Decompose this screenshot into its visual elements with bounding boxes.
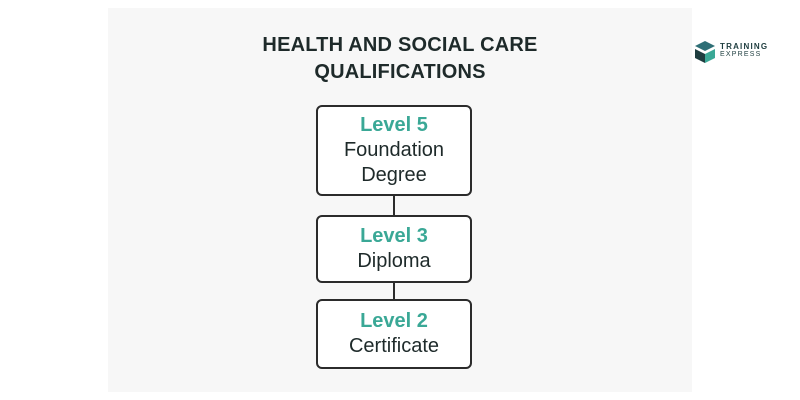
logo-text-line-1: TRAINING xyxy=(720,42,769,51)
logo-text-line-2: EXPRESS xyxy=(720,51,762,58)
level-3-name-line-1: Diploma xyxy=(357,250,431,272)
level-5-name: Foundation Degree xyxy=(344,138,444,188)
logo-cube-icon xyxy=(695,41,715,63)
level-5-box: Level 5 Foundation Degree xyxy=(316,105,472,196)
level-2-name-line-1: Certificate xyxy=(348,335,440,357)
level-2-name: Certificate xyxy=(349,334,439,359)
training-express-logo: TRAINING EXPRESS xyxy=(694,40,774,66)
level-3-name: Diploma xyxy=(357,249,430,274)
level-2-box: Level 2 Certificate xyxy=(316,299,472,369)
title-line-2: QUALIFICATIONS xyxy=(314,61,486,83)
title-line-1: HEALTH AND SOCIAL CARE xyxy=(262,34,538,56)
level-2-label: Level 2 xyxy=(360,310,428,332)
level-5-label: Level 5 xyxy=(360,114,428,136)
connector-5-to-3 xyxy=(393,196,395,215)
level-3-label: Level 3 xyxy=(360,225,428,247)
level-5-name-line-2: Degree xyxy=(361,164,427,186)
page-title: HEALTH AND SOCIAL CARE QUALIFICATIONS xyxy=(200,32,600,86)
level-5-name-line-1: Foundation xyxy=(343,139,445,161)
level-3-box: Level 3 Diploma xyxy=(316,215,472,283)
connector-3-to-2 xyxy=(393,283,395,299)
